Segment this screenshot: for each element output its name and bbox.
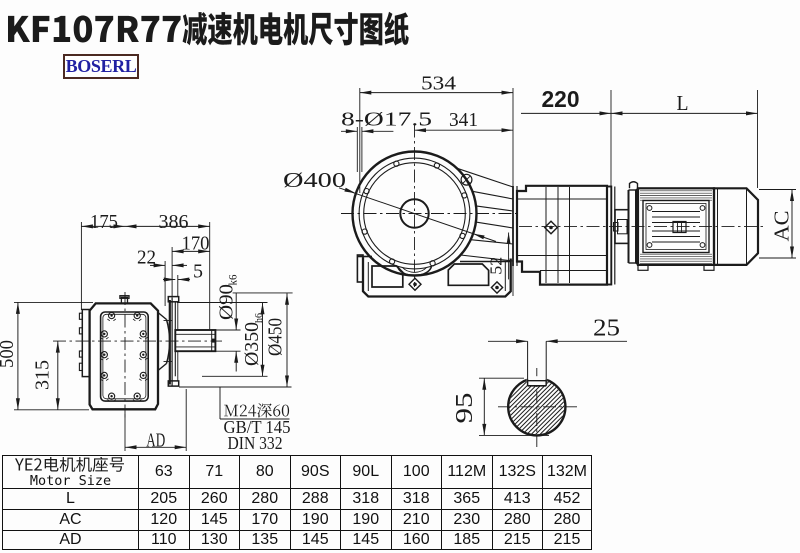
table-cell: 260: [188, 488, 240, 511]
dim-341: 341: [449, 109, 478, 131]
motor-size-table: YE2电机机座号Motor Size63718090S90L100112M132…: [2, 454, 592, 551]
dim-d450: Ø450: [265, 318, 287, 356]
dim-L: L: [677, 91, 689, 115]
dim-22: 22: [137, 247, 156, 269]
brand-logo-text: BOSERL: [65, 56, 137, 76]
table-row-label: L: [2, 488, 139, 511]
table-cell: 135: [239, 529, 291, 551]
table-header-cn-glyphs: [14, 457, 124, 472]
table-cell: 452: [542, 488, 592, 511]
table-cell: 190: [340, 509, 392, 531]
dim-220: 220: [542, 86, 580, 112]
dims-top: [341, 88, 796, 296]
dim-500: 500: [0, 340, 18, 368]
table-cell: 215: [491, 529, 543, 551]
table-cell: 190: [289, 509, 341, 531]
dim-315: 315: [32, 360, 54, 390]
table-cell: 185: [441, 529, 493, 551]
note-m24-text: M24深60: [224, 402, 286, 420]
table-cell: 130: [188, 529, 240, 551]
table-col-header: 63: [138, 454, 190, 490]
dim-d350-fit: h6: [253, 313, 265, 323]
table-cell: 288: [289, 488, 341, 511]
dim-d90: Ø90: [216, 284, 238, 320]
table-cell: 230: [441, 509, 493, 531]
table-cell: 110: [138, 529, 190, 551]
table-col-header: 80: [239, 454, 291, 490]
table-cell: 210: [390, 509, 442, 531]
page-title-glyphs: [8, 11, 409, 46]
table-row-label: AC: [2, 509, 139, 531]
table-cell: 145: [340, 529, 392, 551]
dim-534: 534: [421, 73, 456, 95]
brand-logo: BOSERL: [63, 54, 139, 79]
table-col-header: 90S: [289, 454, 341, 490]
dim-d350: Ø350: [241, 322, 263, 366]
dim-95: 95: [452, 393, 478, 424]
table-header-en-text: Motor Size: [29, 473, 112, 489]
dims-shaft-section: [479, 339, 627, 436]
table-cell: 120: [138, 509, 190, 531]
table-col-header: 100: [390, 454, 442, 490]
table-cell: 215: [542, 529, 592, 551]
table-cell: 145: [289, 529, 341, 551]
table-cell: 145: [188, 509, 240, 531]
table-header-row: YE2电机机座号Motor Size63718090S90L100112M132…: [2, 454, 592, 490]
table-cell: 413: [491, 488, 543, 511]
note-m24-glyphs: [224, 403, 290, 418]
dim-52: 52: [487, 257, 506, 275]
note-gbt145: GB/T 145: [224, 417, 291, 437]
table-cell: 318: [390, 488, 442, 511]
dim-170: 170: [182, 233, 210, 255]
table-col-header: 132S: [491, 454, 543, 490]
page-title-text: KF107R77减速机电机尺寸图纸: [5, 11, 489, 50]
table-cell: 280: [491, 509, 543, 531]
dim-5: 5: [193, 261, 203, 283]
table-cell: 280: [239, 488, 291, 511]
dim-386: 386: [159, 211, 189, 233]
dim-d90-fit: k6: [226, 275, 240, 286]
table-cell: 365: [441, 488, 493, 511]
dim-flange-dia: Ø400: [283, 168, 346, 192]
table-cell: 170: [239, 509, 291, 531]
table-cell: 160: [390, 529, 442, 551]
dim-bolt-holes: 8-Ø17.5: [341, 109, 432, 131]
dim-AC: AC: [770, 211, 794, 242]
dim-175: 175: [90, 211, 118, 233]
table-cell: 205: [138, 488, 190, 511]
table-cell: 318: [340, 488, 392, 511]
note-din332: DIN 332: [228, 433, 283, 453]
dim-AD: AD: [146, 430, 165, 452]
dims-left-view: [14, 222, 293, 451]
table-col-header: 71: [188, 454, 240, 490]
table-col-header: 132M: [542, 454, 592, 490]
table-col-header: 90L: [340, 454, 392, 490]
gear-stage-and-motor: [515, 181, 760, 286]
output-side-view: [78, 295, 217, 411]
table-row-label: AD: [2, 529, 139, 551]
table-header-motor-size: YE2电机机座号Motor Size: [2, 454, 139, 490]
dimension-labels: 534 341 8-Ø17.5 Ø400 220 L AC 52 175 386…: [0, 73, 794, 454]
table-cell: 280: [542, 509, 592, 531]
table-col-header: 112M: [441, 454, 493, 490]
dim-25: 25: [593, 316, 620, 342]
shaft-key-section: [506, 341, 567, 437]
